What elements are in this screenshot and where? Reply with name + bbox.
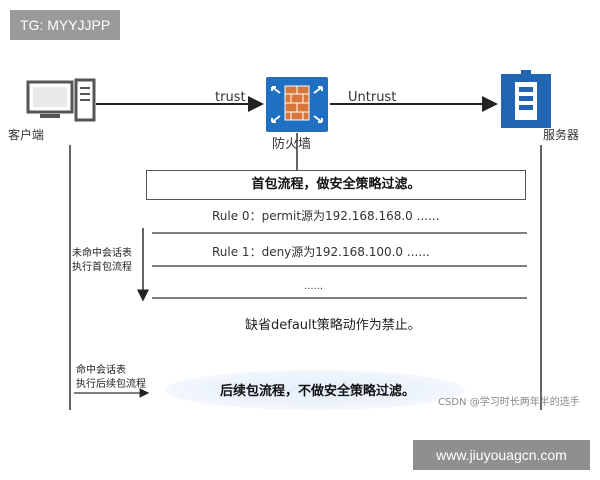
firewall-icon [266,77,328,132]
watermark-bottom-label: www.jiuyouagcn.com [413,440,590,470]
server-icon [501,70,551,128]
trust-label: trust [215,90,246,105]
hit-session-line-2: 执行后续包流程 [76,379,146,390]
watermark-top-label: TG: MYYJJPP [10,10,121,40]
server-label: 服务器 [543,128,580,142]
csdn-credit: CSDN @学习时长两年半的选手 [438,397,580,408]
hit-session-line-1: 命中会话表 [76,365,126,376]
rule-0: Rule 0：permit源为192.168.168.0 ...... [212,209,440,223]
first-packet-box: 首包流程，做安全策略过滤。 [146,170,526,200]
client-label: 客户端 [8,128,45,142]
rule-ellipsis: ...... [304,281,324,292]
miss-session-line-1: 未命中会话表 [72,248,132,259]
miss-session-label: 未命中会话表 执行首包流程 [72,247,132,275]
firewall-label: 防火墙 [272,137,312,152]
untrust-label: Untrust [348,90,397,105]
default-action-text: 缺省default策略动作为禁止。 [245,318,421,333]
client-computer-icon [26,78,96,122]
subsequent-packet-text: 后续包流程，不做安全策略过滤。 [219,384,415,399]
rule-1: Rule 1：deny源为192.168.100.0 ...... [212,245,430,259]
hit-session-label: 命中会话表 执行后续包流程 [76,364,146,392]
subsequent-packet-ellipse [165,370,465,410]
miss-session-line-2: 执行首包流程 [72,262,132,273]
